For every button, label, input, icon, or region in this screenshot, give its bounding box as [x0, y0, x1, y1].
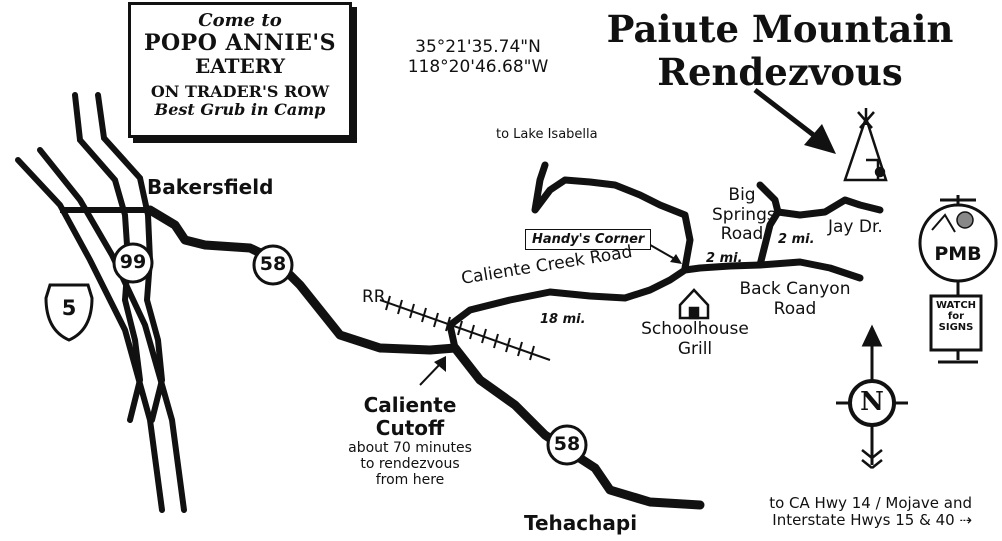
watch-line-2: for [947, 311, 965, 322]
lake-isabella-label: to Lake Isabella [496, 127, 598, 142]
big-springs-road [756, 181, 782, 269]
pmb-text: PMB [934, 243, 982, 265]
longitude: 118°20'46.68"W [407, 56, 549, 77]
highway-99-number: 99 [119, 251, 147, 273]
caliente-creek-road [446, 261, 764, 352]
distance-2-mi-a: 2 mi. [706, 251, 743, 266]
bakersfield-label: Bakersfield [147, 175, 274, 199]
mojave-line-1: to CA Hwy 14 / Mojave and [769, 494, 972, 512]
highway-58-shield-north [252, 244, 294, 286]
distance-2-mi-b: 2 mi. [778, 232, 815, 247]
ad-line-5: Best Grub in Camp [154, 99, 326, 119]
distance-18-mi: 18 mi. [540, 312, 586, 327]
big-springs-road-label: Big Springs Road [712, 185, 776, 245]
cutoff-arrow-line [419, 361, 443, 386]
map-title: Paiute Mountain Rendezvous [590, 8, 970, 93]
highway-58-number-north: 58 [259, 253, 287, 275]
big-springs-line-2: Springs [712, 204, 776, 225]
teepee-arrow-line [753, 88, 822, 142]
pmb-sign-icon [918, 195, 998, 364]
coordinates: 35°21'35.74"N 118°20'46.68"W [383, 37, 573, 77]
teepee-arrowhead [804, 124, 836, 154]
back-canyon-line-2: Road [773, 298, 817, 319]
title-line-1: Paiute Mountain [606, 7, 954, 51]
watch-for-signs: WATCH for SIGNS [931, 296, 981, 333]
mojave-label: to CA Hwy 14 / Mojave and Interstate Hwy… [722, 494, 972, 530]
schoolhouse-grill-label: Schoolhouse Grill [640, 319, 750, 359]
jay-drive [774, 196, 884, 219]
cutoff-note-2: to rendezvous [360, 456, 460, 473]
handys-corner-label: Handy's Corner [525, 229, 652, 250]
caliente-cutoff-label: Caliente Cutoff about 70 minutes to rend… [340, 393, 480, 489]
interstate-5-shield [44, 283, 94, 342]
latitude: 35°21'35.74"N [415, 37, 541, 57]
ad-line-3: EATERY [194, 53, 286, 78]
back-canyon-line-1: Back Canyon [739, 279, 851, 299]
jay-dr-label: Jay Dr. [828, 217, 883, 237]
big-springs-line-3: Road [720, 224, 764, 245]
back-canyon-road [756, 258, 864, 282]
cutoff-note-3: from here [375, 472, 445, 489]
highway-58-shield-south [546, 424, 588, 466]
highway-58-road [145, 205, 705, 510]
watch-line-3: SIGNS [938, 322, 974, 333]
ad-line-2: POPO ANNIE'S [143, 29, 337, 56]
handys-corner-arrowhead [670, 254, 682, 264]
schoolhouse-icon [678, 288, 710, 320]
schoolhouse-line-2: Grill [677, 338, 713, 359]
railroad [379, 295, 551, 361]
tehachapi-label: Tehachapi [524, 511, 638, 535]
highway-99-shield [112, 242, 154, 284]
cutoff-line-1: Caliente [363, 393, 457, 417]
watch-line-1: WATCH [935, 300, 977, 311]
mojave-line-2: Interstate Hwys 15 & 40 ⇢ [772, 511, 972, 530]
popo-annies-ad: Come to POPO ANNIE'S EATERY ON TRADER'S … [128, 2, 352, 138]
big-springs-line-1: Big [728, 185, 756, 205]
interstate-5-number: 5 [61, 296, 77, 320]
cutoff-arrowhead [434, 356, 446, 372]
back-canyon-road-label: Back Canyon Road [730, 279, 860, 319]
compass-icon [836, 324, 908, 469]
highway-58-number-south: 58 [553, 433, 581, 455]
ad-line-1: Come to [198, 10, 282, 31]
ad-line-4: ON TRADER'S ROW [150, 81, 330, 101]
schoolhouse-line-1: Schoolhouse [641, 319, 749, 339]
compass-north-letter: N [860, 387, 884, 417]
teepee-icon [843, 108, 888, 182]
railroad-label: RR [362, 287, 386, 307]
lake-isabella-road [531, 161, 694, 272]
cutoff-note-1: about 70 minutes [348, 440, 472, 456]
title-line-2: Rendezvous [657, 49, 903, 94]
cutoff-line-2: Cutoff [375, 416, 445, 440]
